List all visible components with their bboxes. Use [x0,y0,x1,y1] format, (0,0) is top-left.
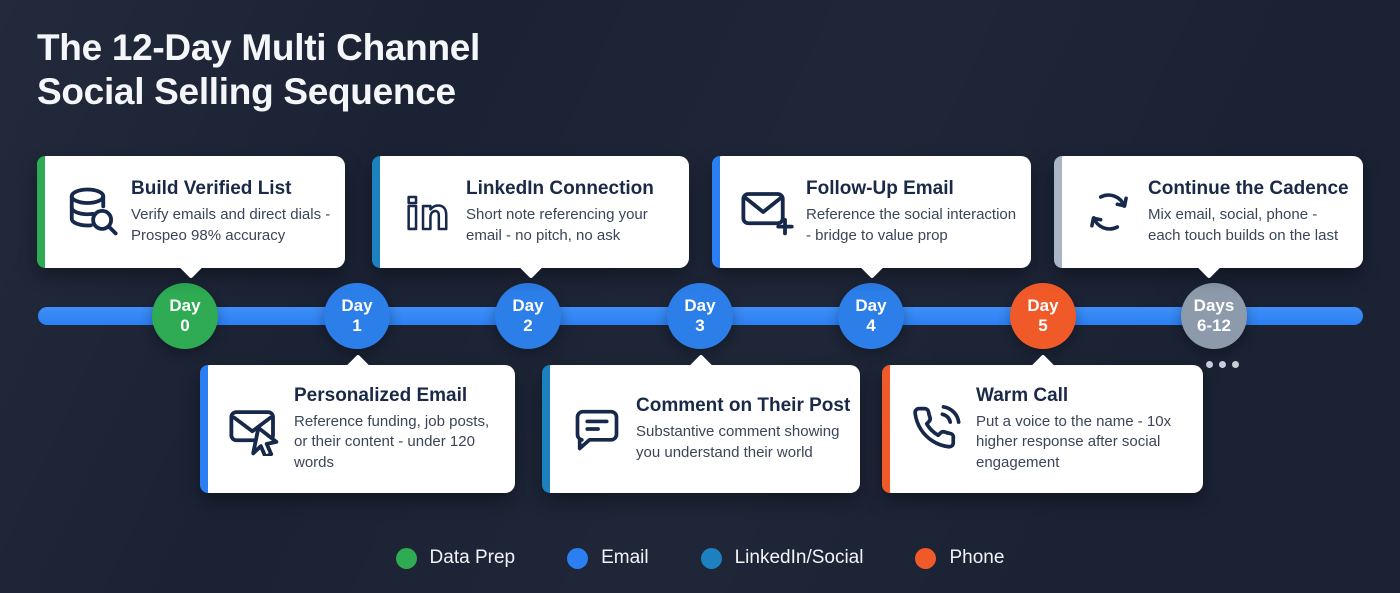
day-value: 0 [180,316,190,335]
card-body: Reference the social interaction - bridg… [806,206,1017,244]
card-body: Verify emails and direct dials - Prospeo… [131,206,331,244]
data-prep-swatch [395,547,417,569]
day-label: Day [512,295,544,315]
day-label: Day [684,295,716,315]
legend-label: Data Prep [429,547,516,568]
day-marker-2: Day 2 [495,283,561,349]
card-text: Personalized Email Reference funding, jo… [294,385,501,472]
page-title-line2: Social Selling Sequence [37,71,456,113]
card-text: LinkedIn Connection Short note referenci… [466,178,675,245]
svg-text:in: in [405,190,449,239]
card-accent [37,156,45,268]
page-title-line1: The 12-Day Multi Channel [37,27,481,68]
card-accent [372,156,380,268]
email-cursor-icon [226,402,284,456]
step-card-warm-call: Warm Call Put a voice to the name - 10x … [882,365,1203,493]
day-label: Day [1027,295,1059,315]
comment-icon [568,403,626,455]
legend-label: LinkedIn/Social [734,547,864,568]
card-text: Follow-Up Email Reference the social int… [806,178,1017,245]
database-search-icon [63,185,121,239]
day-label: Day [169,295,201,315]
legend: Data Prep Email LinkedIn/Social Phone [0,547,1400,569]
more-days-indicator [1206,361,1239,368]
dot [1232,361,1239,368]
phone-swatch [915,547,937,569]
legend-item-phone: Phone [915,547,1004,569]
day-label: Days [1193,295,1235,315]
day-value: 2 [523,316,533,335]
card-accent [882,365,890,493]
email-plus-icon [738,185,796,239]
card-accent [200,365,208,493]
day-marker-3: Day 3 [667,283,733,349]
card-title: Personalized Email [294,385,468,407]
card-text: Continue the Cadence Mix email, social, … [1148,178,1349,245]
step-card-follow-up-email: Follow-Up Email Reference the social int… [712,156,1031,268]
page-title: The 12-Day Multi Channel Social Selling … [37,26,480,115]
step-card-comment-on-their-post: Comment on Their Post Substantive commen… [542,365,860,493]
day-marker-0: Day 0 [152,283,218,349]
card-title: LinkedIn Connection [466,178,654,200]
linkedin-social-swatch [700,547,722,569]
card-title: Build Verified List [131,178,292,200]
legend-item-linkedin-social: LinkedIn/Social [700,547,864,569]
card-title: Warm Call [976,385,1069,407]
card-text: Comment on Their Post Substantive commen… [636,395,851,462]
dot [1219,361,1226,368]
card-body: Put a voice to the name - 10x higher res… [976,413,1172,471]
dot [1206,361,1213,368]
day-marker-5: Day 5 [1010,283,1076,349]
card-title: Follow-Up Email [806,178,954,200]
legend-item-data-prep: Data Prep [395,547,516,569]
day-marker-6-12: Days 6-12 [1181,283,1247,349]
step-card-continue-the-cadence: Continue the Cadence Mix email, social, … [1054,156,1363,268]
card-title: Comment on Their Post [636,395,851,417]
linkedin-icon: in [398,185,456,239]
card-accent [542,365,550,493]
card-body: Substantive comment showing you understa… [636,423,840,461]
legend-item-email: Email [567,547,649,569]
card-accent [1054,156,1062,268]
day-value: 6-12 [1196,316,1232,335]
cycle-icon [1080,187,1138,237]
card-body: Short note referencing your email - no p… [466,206,648,244]
day-marker-1: Day 1 [324,283,390,349]
step-card-build-verified-list: Build Verified List Verify emails and di… [37,156,345,268]
day-value: 5 [1038,316,1048,335]
day-marker-4: Day 4 [838,283,904,349]
day-value: 3 [695,316,705,335]
card-text: Warm Call Put a voice to the name - 10x … [976,385,1189,472]
email-swatch [567,547,589,569]
step-card-linkedin-connection: in LinkedIn Connection Short note refere… [372,156,689,268]
phone-icon [908,403,966,455]
day-label: Day [855,295,887,315]
legend-label: Phone [949,547,1005,568]
card-body: Reference funding, job posts, or their c… [294,413,490,471]
day-value: 4 [866,316,876,335]
card-accent [712,156,720,268]
day-value: 1 [352,316,362,335]
card-body: Mix email, social, phone - each touch bu… [1148,206,1339,244]
day-label: Day [341,295,373,315]
legend-label: Email [601,547,649,568]
step-card-personalized-email: Personalized Email Reference funding, jo… [200,365,515,493]
card-text: Build Verified List Verify emails and di… [131,178,331,245]
card-title: Continue the Cadence [1148,178,1349,200]
